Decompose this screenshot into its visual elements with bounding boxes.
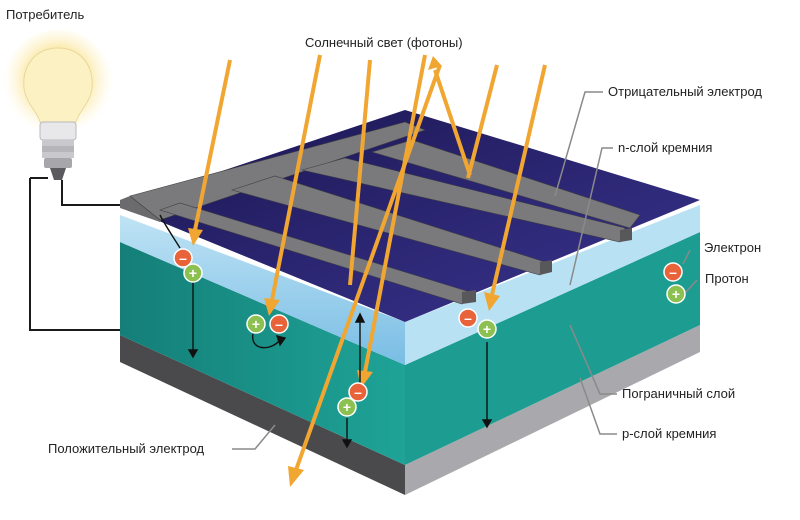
- svg-text:+: +: [343, 399, 351, 415]
- svg-text:–: –: [669, 264, 677, 280]
- proton-particle: +: [246, 314, 266, 334]
- svg-text:–: –: [179, 250, 187, 266]
- electron-particle: –: [173, 248, 193, 268]
- charge-movement-arrows: [159, 214, 493, 449]
- boundary-layer-label: Пограничный слой: [622, 386, 736, 401]
- p-layer: [120, 242, 405, 465]
- positive-electrode-layer: [120, 335, 405, 495]
- legend-proton: +: [666, 284, 686, 304]
- electron-particle: –: [458, 308, 478, 328]
- svg-text:–: –: [354, 384, 362, 400]
- leader-lines: [232, 91, 698, 450]
- proton-particle: +: [477, 319, 497, 339]
- proton-particle: +: [183, 263, 203, 283]
- negative-electrode: [120, 196, 165, 222]
- n-layer: [120, 215, 405, 365]
- electron-label: Электрон: [704, 240, 762, 255]
- p-layer-label: p-слой кремния: [622, 426, 717, 441]
- electron-particle: –: [348, 382, 368, 402]
- svg-text:–: –: [275, 316, 283, 332]
- svg-text:+: +: [483, 321, 491, 337]
- electrode-fingers: [129, 121, 641, 305]
- svg-text:+: +: [672, 286, 680, 302]
- electron-particle: –: [269, 314, 289, 334]
- svg-text:–: –: [464, 310, 472, 326]
- light-bulb-icon: [3, 30, 113, 180]
- circuit-wire: [61, 180, 122, 206]
- legend-electron: –: [663, 262, 683, 282]
- proton-label: Протон: [705, 271, 749, 286]
- charge-particles: – + + – – + – +: [173, 248, 686, 417]
- n-layer-label: n-слой кремния: [618, 140, 713, 155]
- sunlight-arrows: [188, 54, 547, 487]
- svg-text:+: +: [252, 316, 260, 332]
- circuit-wire: [29, 178, 122, 331]
- consumer-label: Потребитель: [6, 7, 85, 22]
- proton-particle: +: [337, 397, 357, 417]
- sunlight-label: Солнечный свет (фотоны): [305, 35, 463, 50]
- svg-text:+: +: [189, 265, 197, 281]
- positive-electrode-label: Положительный электрод: [48, 441, 205, 456]
- negative-electrode-label: Отрицательный электрод: [608, 84, 763, 99]
- solar-cell-block: [120, 110, 700, 495]
